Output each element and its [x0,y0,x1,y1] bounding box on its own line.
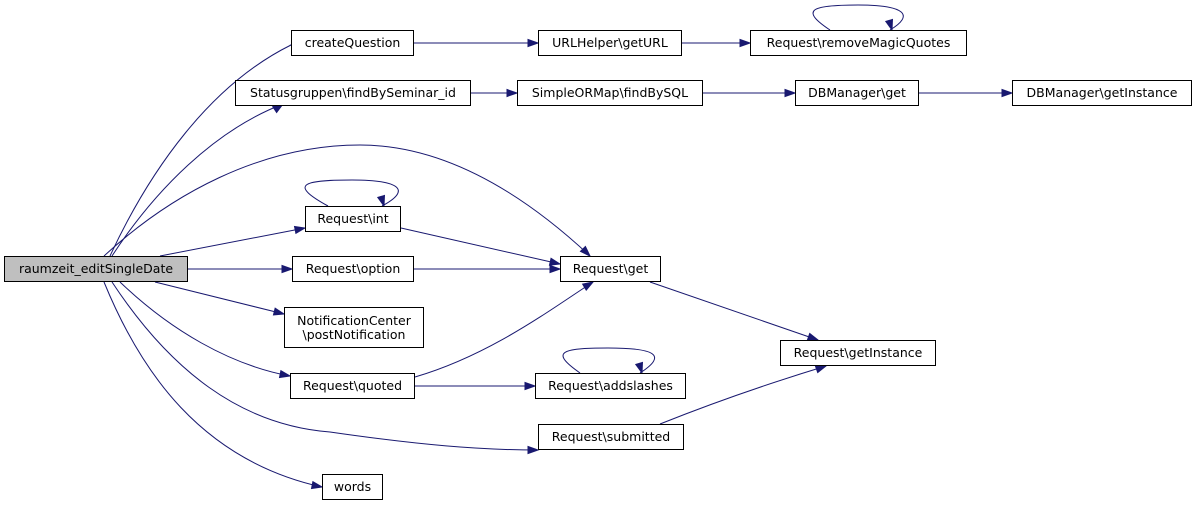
node-statusgruppen-findbyseminar-id[interactable]: Statusgruppen\findBySeminar_id [235,80,471,106]
edge-root-to-notification [154,281,285,315]
arrowhead-submitted-to-getinstance [814,365,828,374]
arrowhead-request-get-to-getinstance [806,332,820,341]
edge-root-to-findbyseminar [111,103,284,257]
arrowhead-quoted-to-request-get [581,281,595,292]
node-request-int[interactable]: Request\int [305,206,401,232]
arrowhead-root-to-submitted [527,445,540,455]
edge-quoted-to-request-get [414,281,594,378]
node-raumzeit-editsingledate: raumzeit_editSingleDate [4,256,188,282]
node-request-get[interactable]: Request\get [560,256,661,282]
arrowhead-request-int-self-loop [376,194,386,208]
node-simpleormap-findbysql[interactable]: SimpleORMap\findBySQL [517,80,703,106]
node-request-getinstance[interactable]: Request\getInstance [780,340,936,366]
arrowhead-root-to-request-int [293,225,307,235]
edge-root-to-createquestion [109,44,292,257]
arrowhead-request-int-to-request-get [548,257,562,266]
node-createquestion[interactable]: createQuestion [291,30,414,56]
node-request-option[interactable]: Request\option [292,256,414,282]
arrowhead-root-to-request-option [281,264,294,274]
node-request-submitted[interactable]: Request\submitted [538,424,684,450]
edge-request-get-to-getinstance [649,281,819,341]
edge-request-int-self-loop [304,179,399,207]
node-request-removemagicquotes[interactable]: Request\removeMagicQuotes [750,30,967,56]
arrowhead-root-to-quoted [278,369,292,379]
arrowhead-findbyseminar-to-findbysql [506,88,519,98]
edge-removemagicquotes-self-loop [812,4,904,31]
arrowhead-request-option-to-request-get [549,264,562,274]
arrowhead-findbysql-to-dbget [784,88,797,98]
arrowhead-addslashes-self-loop [634,361,644,375]
arrowhead-root-to-words [310,480,324,490]
node-request-quoted[interactable]: Request\quoted [290,373,415,399]
arrowhead-removemagicquotes-self-loop [884,18,894,32]
node-words[interactable]: words [322,474,383,500]
node-dbmanager-getinstance[interactable]: DBManager\getInstance [1012,80,1192,106]
node-dbmanager-get[interactable]: DBManager\get [795,80,919,106]
edge-root-to-request-get [103,144,591,257]
edge-root-to-submitted [111,281,539,451]
arrowhead-geturl-to-removemagicquotes [739,38,752,48]
arrowhead-dbget-to-dbinstance [1001,88,1014,98]
edge-root-to-words [103,281,323,488]
edge-root-to-quoted [119,281,291,377]
arrowhead-root-to-notification [272,307,286,316]
node-request-addslashes[interactable]: Request\addslashes [535,373,686,399]
arrowhead-quoted-to-addslashes [524,381,537,391]
node-notificationcenter-postnotification[interactable]: NotificationCenter \postNotification [284,307,424,348]
node-urlhelper-geturl[interactable]: URLHelper\getURL [538,30,682,56]
edge-root-to-request-int [159,227,306,257]
edge-addslashes-self-loop [562,347,655,374]
edge-request-int-to-request-get [400,227,561,265]
edge-submitted-to-getinstance [659,365,827,425]
arrowhead-root-to-request-get [579,245,592,258]
arrowhead-createquestion-to-geturl [527,38,540,48]
